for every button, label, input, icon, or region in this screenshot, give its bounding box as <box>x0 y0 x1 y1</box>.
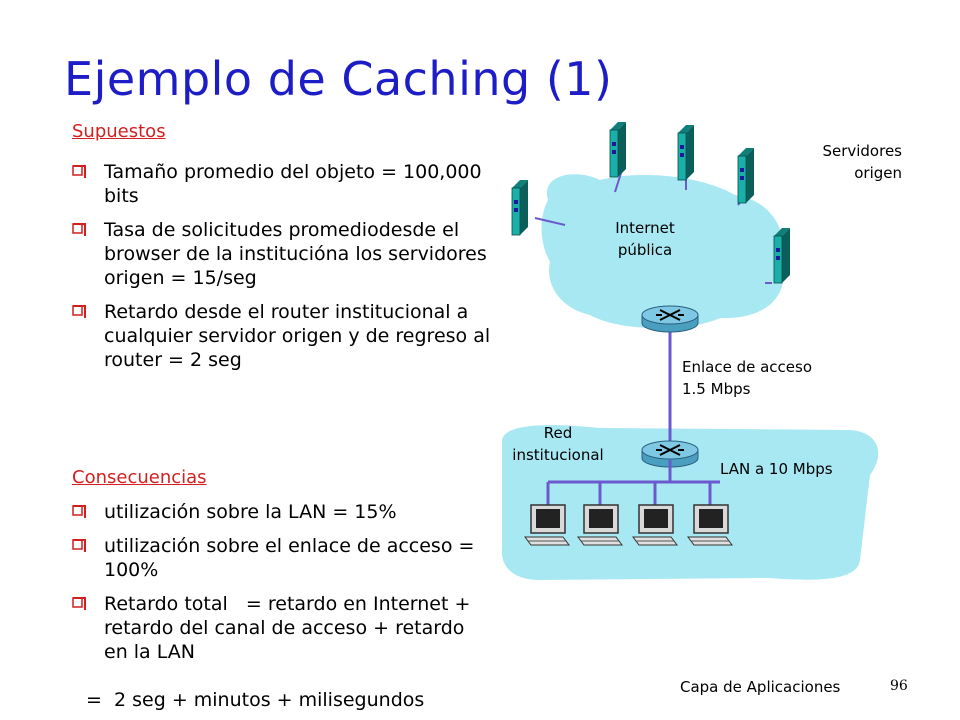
bullet-icon <box>72 505 86 518</box>
consecuencias-item-2: utilización sobre el enlace de acceso = … <box>104 535 475 581</box>
footer-section: Capa de Aplicaciones <box>680 678 841 696</box>
supuestos-heading: Supuestos <box>72 121 166 142</box>
workstation-icon <box>687 504 733 546</box>
supuestos-item-2: Tasa de solicitudes promediodesde el bro… <box>104 219 487 289</box>
consecuencias-list: utilización sobre la LAN = 15% utilizaci… <box>72 500 492 674</box>
workstation-icon <box>632 504 678 546</box>
server-icon <box>609 122 626 178</box>
server-icon <box>677 125 694 181</box>
bullet-icon <box>72 165 86 178</box>
workstation-icon <box>524 504 570 546</box>
bullet-icon <box>72 597 86 610</box>
internet-label: Internet pública <box>615 219 675 259</box>
list-item: utilización sobre el enlace de acceso = … <box>72 534 492 582</box>
server-icon <box>737 148 754 204</box>
server-icon <box>773 228 790 284</box>
page-title: Ejemplo de Caching (1) <box>64 52 613 106</box>
supuestos-list: Tamaño promedio del objeto = 100,000 bit… <box>72 160 492 382</box>
lan-label: LAN a 10 Mbps <box>720 460 833 478</box>
list-item: Tamaño promedio del objeto = 100,000 bit… <box>72 160 492 208</box>
page-number: 96 <box>890 678 908 694</box>
bullet-icon <box>72 223 86 236</box>
workstation-icon <box>577 504 623 546</box>
bullet-icon <box>72 305 86 318</box>
delay-formula: = 2 seg + minutos + milisegundos <box>86 689 425 711</box>
router-icon <box>641 305 699 333</box>
server-icon <box>511 180 528 236</box>
lan-bus <box>546 460 720 505</box>
internet-cloud <box>541 174 784 329</box>
access-link-label: Enlace de acceso 1.5 Mbps <box>682 358 813 398</box>
supuestos-item-1: Tamaño promedio del objeto = 100,000 bit… <box>104 161 482 207</box>
list-item: Tasa de solicitudes promediodesde el bro… <box>72 218 492 290</box>
institution-label: Red institucional <box>512 424 604 464</box>
bullet-icon <box>72 539 86 552</box>
consecuencias-item-3: Retardo total = retardo en Internet + re… <box>104 593 477 663</box>
supuestos-item-3: Retardo desde el router institucional a … <box>104 301 491 371</box>
list-item: Retardo total = retardo en Internet + re… <box>72 592 492 664</box>
consecuencias-item-1: utilización sobre la LAN = 15% <box>104 501 397 523</box>
consecuencias-heading: Consecuencias <box>72 467 207 488</box>
list-item: utilización sobre la LAN = 15% <box>72 500 492 524</box>
list-item: Retardo desde el router institucional a … <box>72 300 492 372</box>
servers-label: Servidores origen <box>822 142 902 182</box>
